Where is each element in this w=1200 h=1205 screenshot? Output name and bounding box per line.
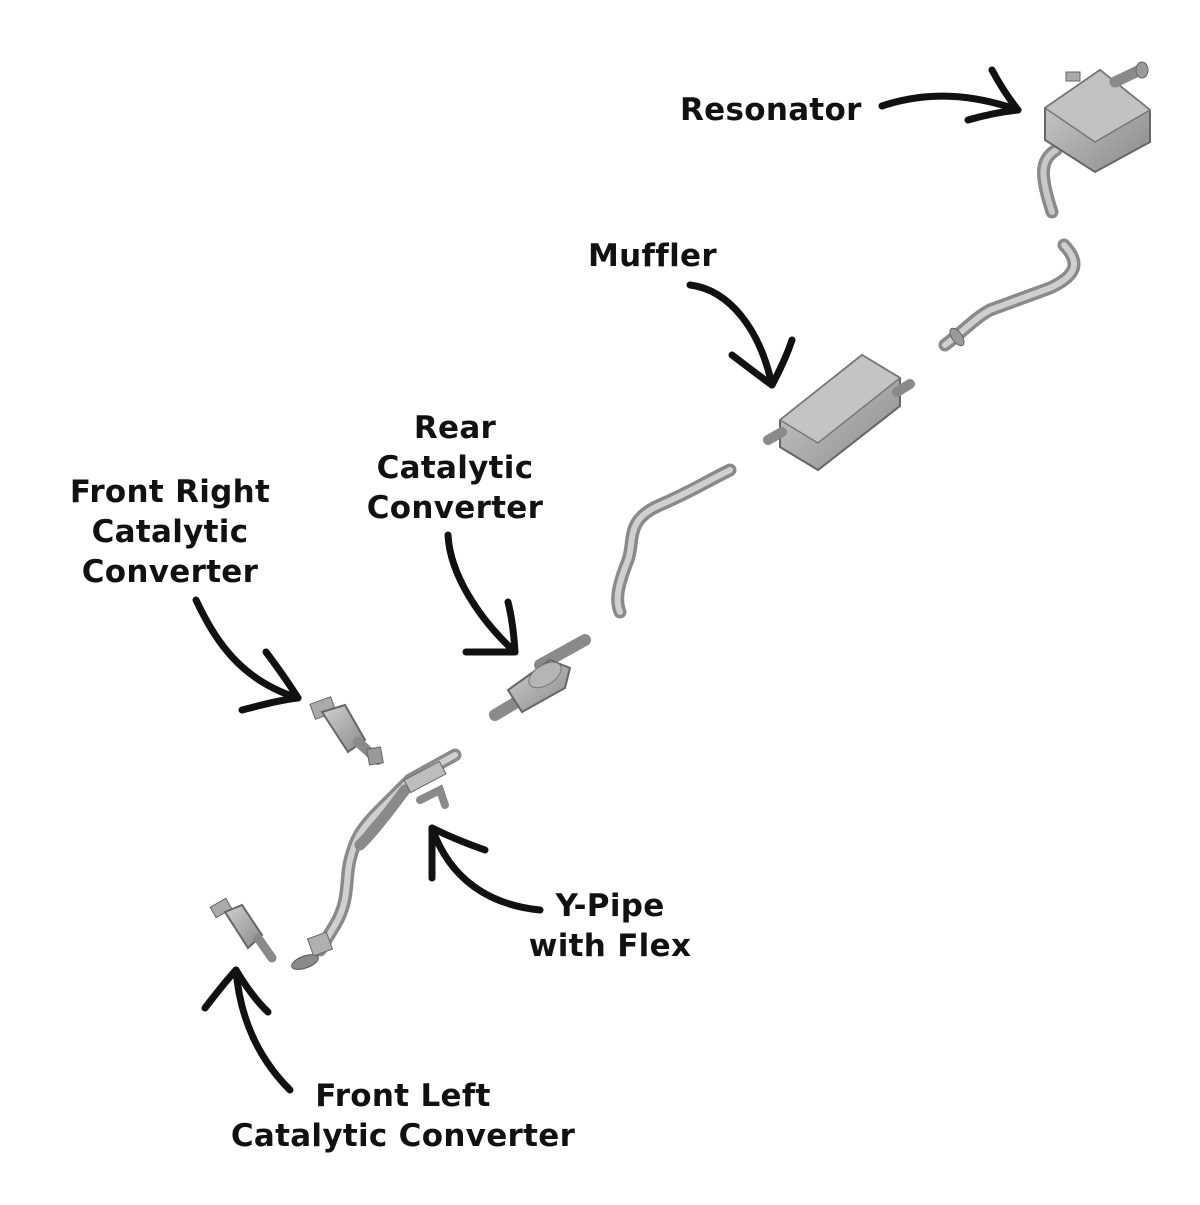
label-line: Converter [81, 554, 259, 590]
label-y-pipe-with-flex: Y-Pipe with Flex [520, 886, 700, 966]
label-line: Front Right [69, 474, 271, 510]
label-line: with Flex [528, 928, 692, 964]
front-right-catalytic-converter-part [309, 696, 384, 766]
middle-pipe [611, 463, 737, 619]
label-resonator: Resonator [680, 90, 862, 130]
label-line: Front Left [315, 1078, 491, 1114]
intermediate-pipe-rear [938, 238, 1081, 352]
label-line: Catalytic [91, 514, 249, 550]
y-pipe-part [291, 748, 462, 970]
arrow-rear-cat [444, 531, 519, 656]
label-muffler: Muffler [588, 236, 717, 276]
arrow-front-right-cat [192, 596, 302, 702]
front-left-catalytic-converter-part [209, 897, 277, 963]
muffler-part [763, 353, 915, 472]
label-line: Y-Pipe [555, 888, 665, 924]
arrows [192, 66, 1022, 1094]
label-line: Converter [366, 490, 544, 526]
arrow-y-pipe [428, 824, 544, 914]
label-line: Catalytic [376, 450, 534, 486]
arrow-front-left-cat [232, 966, 294, 1094]
label-front-right-catalytic-converter: Front Right Catalytic Converter [60, 472, 280, 592]
resonator-part [1036, 61, 1152, 219]
label-muffler-text: Muffler [588, 238, 717, 274]
label-line: Rear [413, 410, 497, 446]
label-line: Catalytic Converter [230, 1118, 576, 1154]
label-rear-catalytic-converter: Rear Catalytic Converter [355, 408, 555, 528]
arrow-muffler [686, 281, 776, 389]
label-front-left-catalytic-converter: Front Left Catalytic Converter [218, 1076, 588, 1156]
arrow-resonator [878, 92, 1022, 114]
label-resonator-text: Resonator [680, 92, 862, 128]
rear-catalytic-converter-part [489, 634, 591, 721]
